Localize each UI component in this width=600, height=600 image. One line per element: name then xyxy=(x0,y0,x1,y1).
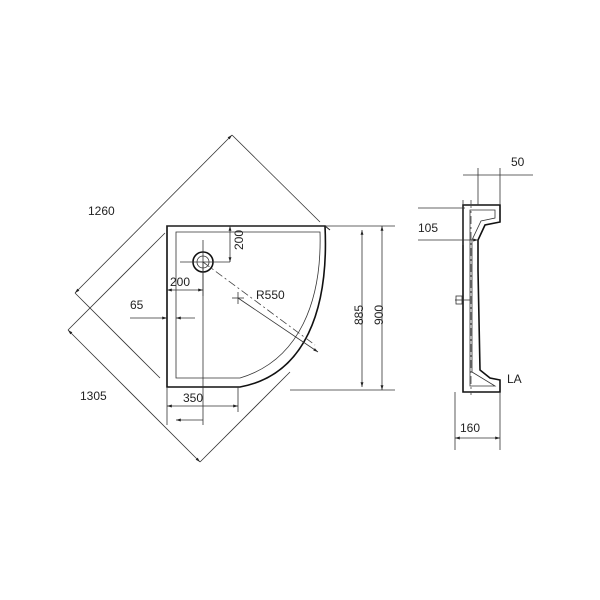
side-profile xyxy=(455,200,501,395)
drain-dimension-lines xyxy=(130,226,232,320)
dim-label-50: 50 xyxy=(511,155,525,169)
dim-label-885: 885 xyxy=(352,305,366,325)
dim-label-105: 105 xyxy=(418,221,438,235)
dim-label-r550: R550 xyxy=(256,288,285,302)
dim-label-160: 160 xyxy=(460,421,480,435)
dim-label-900: 900 xyxy=(372,305,386,325)
diagonal-dimensions xyxy=(67,134,321,463)
shower-tray-outline xyxy=(166,225,331,388)
dim-label-200-vertical: 200 xyxy=(232,230,246,250)
profile-label-la: LA xyxy=(507,372,522,386)
bottom-dimension xyxy=(166,300,239,425)
drain xyxy=(180,240,316,346)
dim-label-65: 65 xyxy=(130,298,144,312)
dim-label-1305: 1305 xyxy=(80,389,107,403)
dim-label-200-horizontal: 200 xyxy=(170,275,190,289)
height-dimensions xyxy=(290,225,395,391)
radius-center xyxy=(232,292,319,353)
dim-label-1260: 1260 xyxy=(88,204,115,218)
profile-dimension-lines xyxy=(418,168,533,450)
dim-label-350: 350 xyxy=(183,391,203,405)
